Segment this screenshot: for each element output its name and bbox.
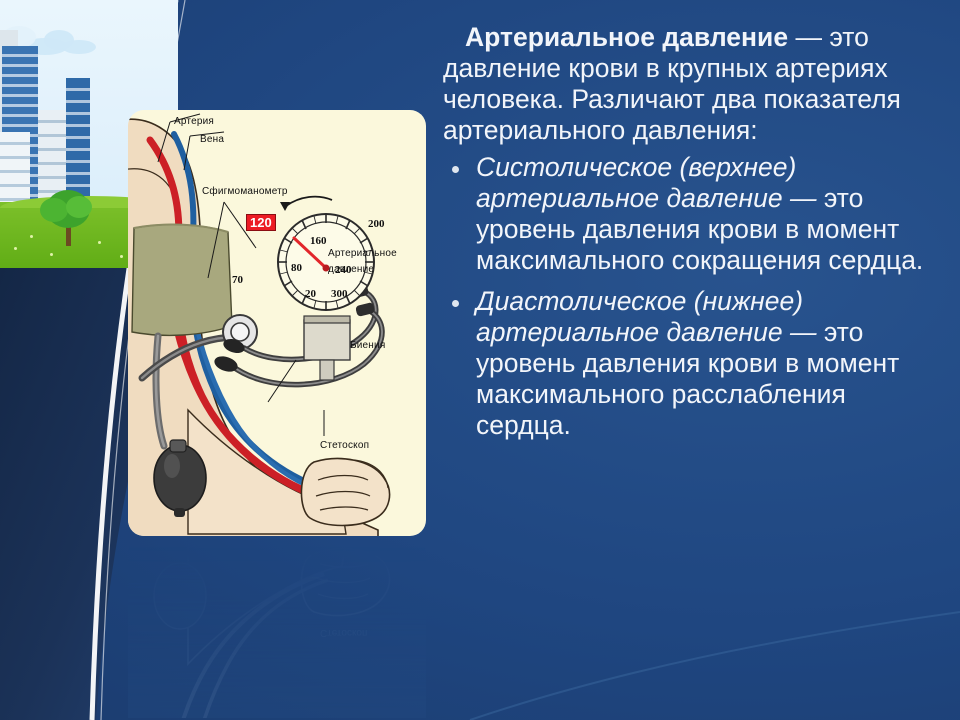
label-artery: Артерия bbox=[174, 116, 215, 127]
bullet-term: Диастолическое (нижнее) артериальное дав… bbox=[476, 286, 804, 347]
svg-text:Стетоскоп: Стетоскоп bbox=[320, 627, 367, 638]
tree-foliage bbox=[40, 198, 68, 222]
bullet-dash: — bbox=[782, 183, 824, 213]
gauge-tick-80: 80 bbox=[291, 262, 302, 274]
intro-paragraph: Артериальное давление — это давление кро… bbox=[443, 22, 948, 146]
intro-dash: — bbox=[788, 22, 830, 52]
panel-reflection: Стетоскоп bbox=[128, 538, 426, 718]
bullet-dash: — bbox=[782, 317, 824, 347]
blood-pressure-diagram-panel: Артерия Вена Сфигмоманометр Артериальное… bbox=[128, 110, 426, 536]
intro-rest: это давление крови в крупных артериях че… bbox=[443, 22, 901, 145]
label-beats: Биения bbox=[350, 340, 386, 351]
gauge-tick-240: 240 bbox=[335, 264, 352, 276]
label-vein: Вена bbox=[200, 134, 225, 145]
label-arterial-pressure-line1: Артериальное bbox=[328, 248, 397, 259]
blood-pressure-illustration bbox=[128, 113, 391, 536]
tree-foliage bbox=[66, 196, 92, 218]
gauge-tick-20: 20 bbox=[305, 288, 316, 300]
intro-term: Артериальное давление bbox=[465, 22, 789, 52]
gauge-reading-badge: 120 bbox=[246, 214, 276, 231]
bullet-term: Систолическое (верхнее) артериальное дав… bbox=[476, 152, 797, 213]
label-stethoscope: Стетоскоп bbox=[320, 440, 370, 451]
slide-text-column: Артериальное давление — это давление кро… bbox=[443, 22, 948, 451]
gauge-tick-300: 300 bbox=[331, 288, 348, 300]
label-arterial-pressure-line2: давление bbox=[328, 264, 375, 275]
label-sphygmomanometer: Сфигмоманометр bbox=[202, 186, 288, 197]
list-item: Систолическое (верхнее) артериальное дав… bbox=[443, 152, 948, 276]
gauge-tick-200: 200 bbox=[368, 218, 385, 230]
bullet-rest: это уровень давления крови в момент макс… bbox=[476, 317, 900, 440]
cloud-icon bbox=[62, 40, 96, 54]
list-item: Диастолическое (нижнее) артериальное дав… bbox=[443, 286, 948, 441]
gauge-tick-160: 160 bbox=[310, 235, 327, 247]
gauge-tick-70: 70 bbox=[232, 274, 243, 286]
tree-trunk bbox=[66, 216, 71, 246]
definition-list: Систолическое (верхнее) артериальное дав… bbox=[443, 152, 948, 441]
bullet-rest: это уровень давления крови в момент макс… bbox=[476, 183, 924, 275]
